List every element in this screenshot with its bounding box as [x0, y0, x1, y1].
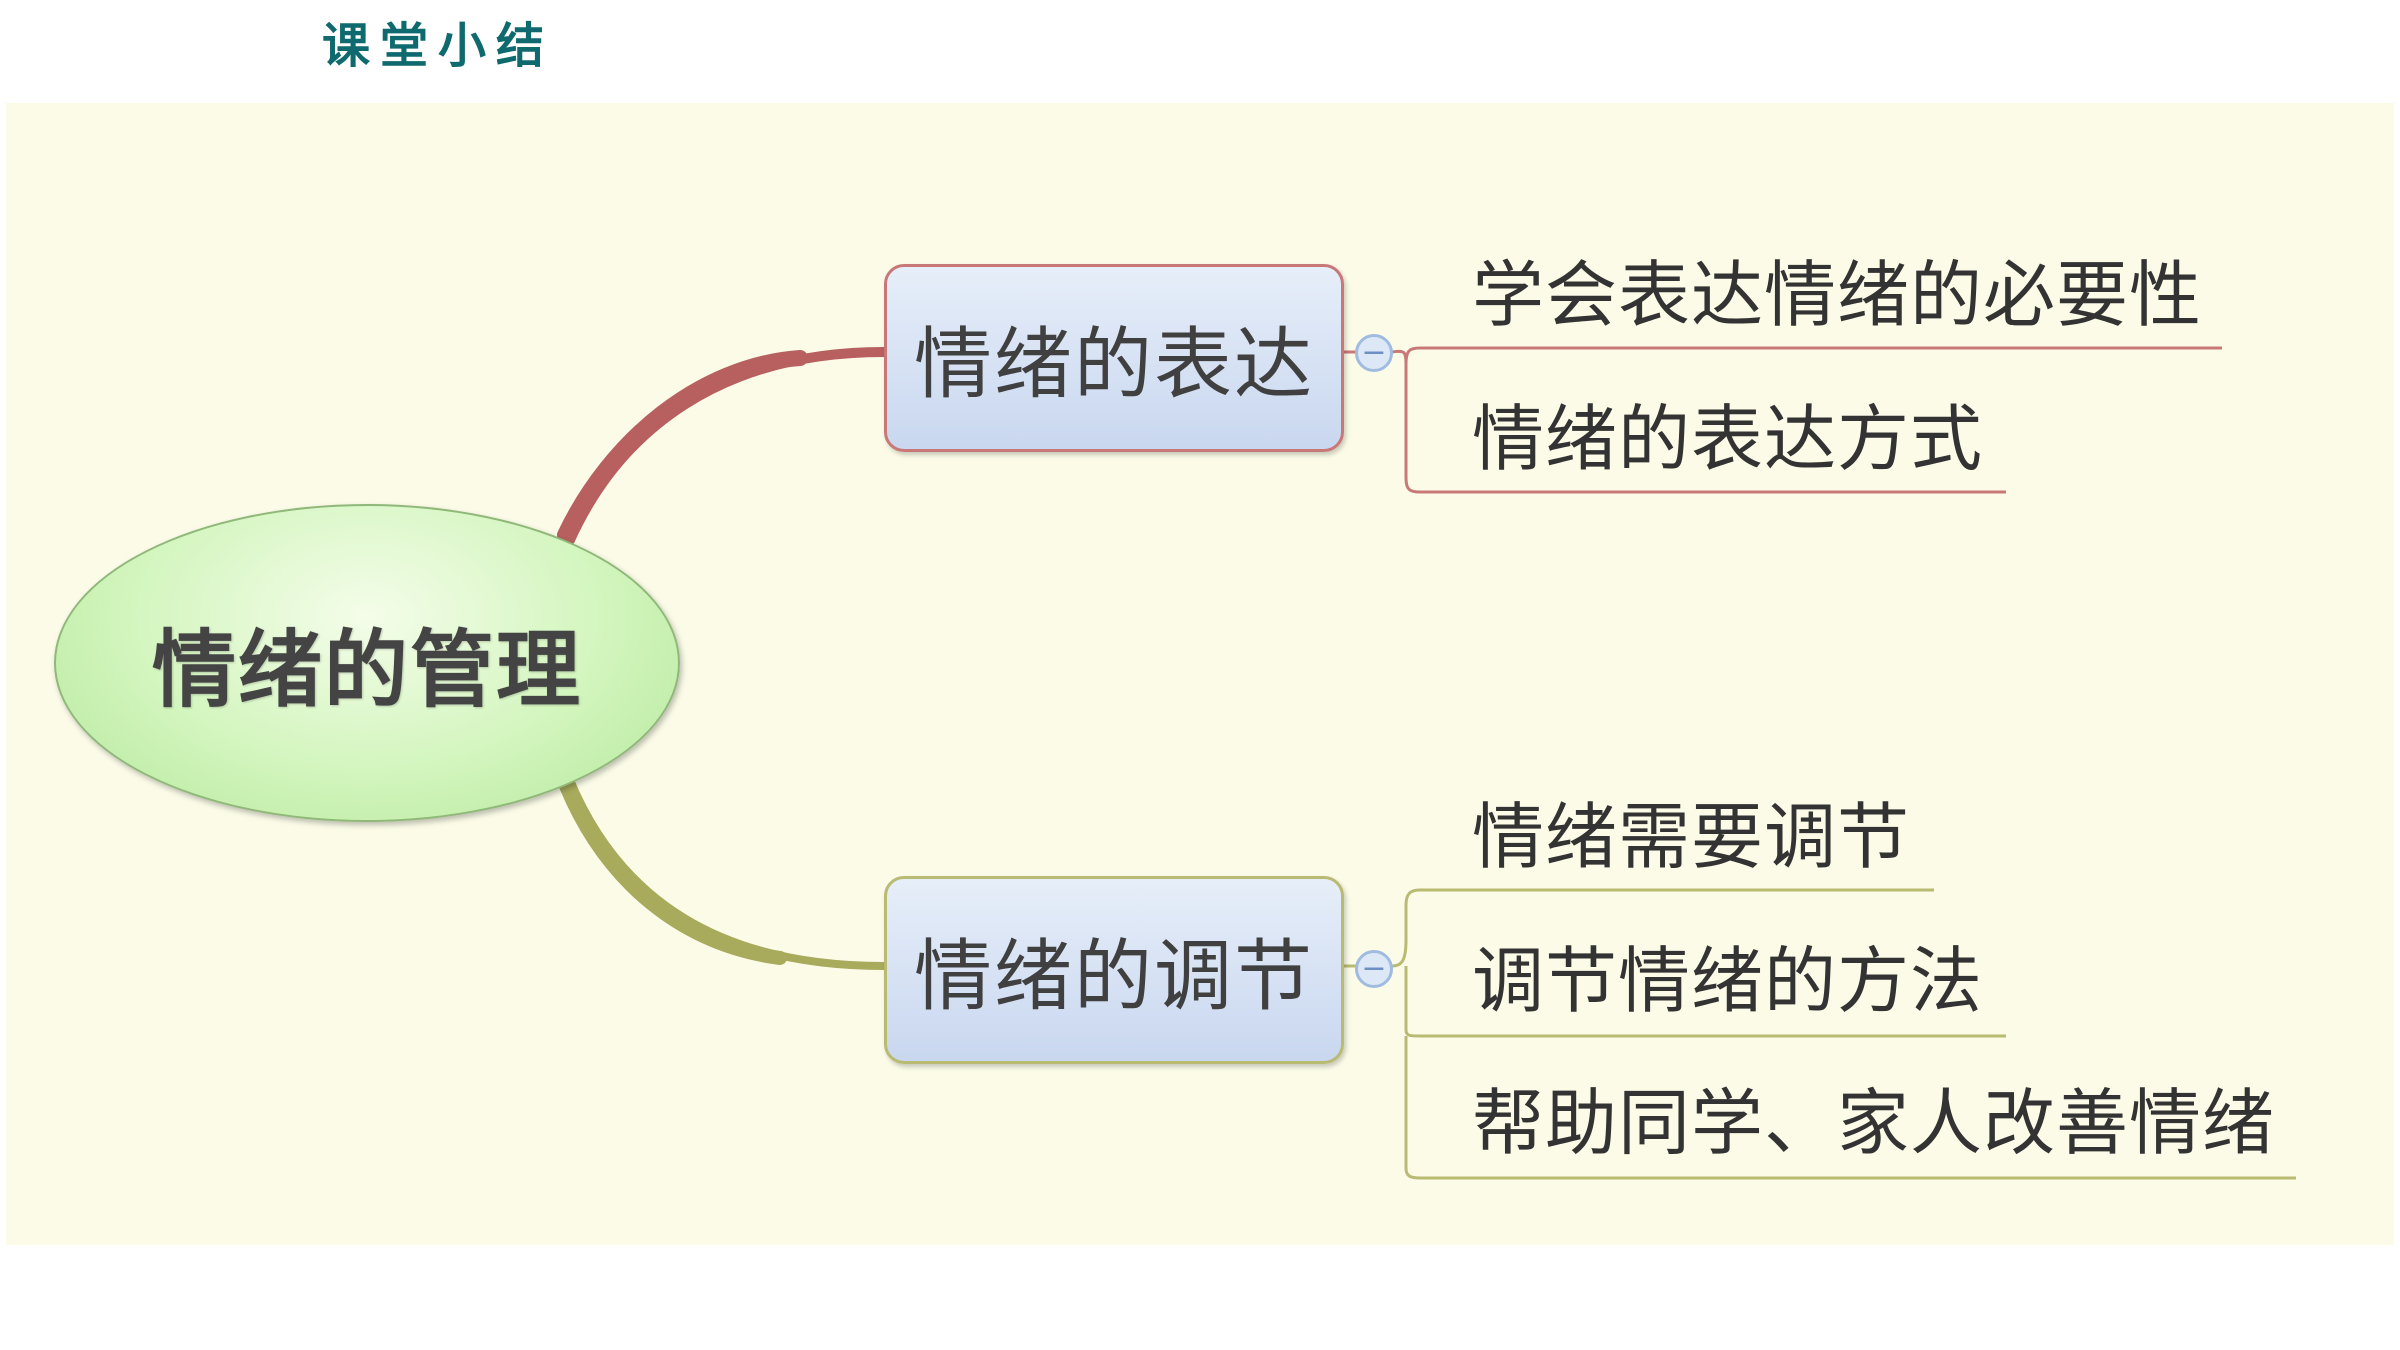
page-title: 课堂小结 [322, 18, 555, 74]
collapse-toggle-icon[interactable]: − [1355, 334, 1393, 372]
branch-node-regulation[interactable]: 情绪的调节 [884, 876, 1344, 1064]
leaf-node[interactable]: 情绪需要调节 [1472, 795, 1911, 879]
branch-node-expression[interactable]: 情绪的表达 [884, 264, 1344, 452]
branch-node-label: 情绪的表达 [913, 320, 1314, 410]
branch-node-label: 情绪的调节 [913, 932, 1314, 1022]
leaf-node[interactable]: 情绪的表达方式 [1472, 397, 1984, 481]
root-node-label: 情绪的管理 [151, 620, 582, 719]
leaf-node[interactable]: 帮助同学、家人改善情绪 [1472, 1081, 2276, 1165]
leaf-node[interactable]: 调节情绪的方法 [1472, 939, 1984, 1023]
collapse-toggle-icon[interactable]: − [1355, 950, 1393, 988]
mindmap-root-node[interactable]: 情绪的管理 [54, 504, 680, 822]
leaf-node[interactable]: 学会表达情绪的必要性 [1472, 253, 2203, 337]
